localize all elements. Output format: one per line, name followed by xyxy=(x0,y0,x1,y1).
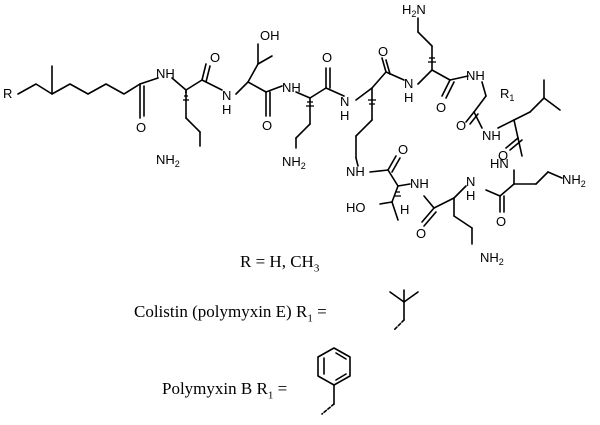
polymyxin-b-caption: Polymyxin B R1 = xyxy=(162,379,288,402)
amide-hn-8: HN xyxy=(490,156,509,171)
colistin-r1-structure xyxy=(389,289,419,331)
amide-nh-6: NH xyxy=(466,68,485,83)
amide-nh-11: NH xyxy=(346,164,365,179)
linear-peptide-chain xyxy=(171,43,345,149)
colistin-caption: Colistin (polymyxin E) R1 = xyxy=(134,302,327,325)
r-group-label: R xyxy=(3,86,12,101)
hydroxyl-ho-thr10: HO xyxy=(346,200,366,215)
r-definition-caption: R = H, CH3 xyxy=(240,252,320,275)
carbonyl-o-8: O xyxy=(498,148,508,163)
carbonyl-o-3: O xyxy=(262,118,272,133)
amide-nh-1: NH xyxy=(156,66,175,81)
carbonyl-o-1: O xyxy=(136,120,146,135)
carbonyl-o-9: O xyxy=(496,214,506,229)
amide-nh-3: NH xyxy=(282,80,301,95)
amide-h-9: H xyxy=(466,188,475,203)
carbonyl-o-4: O xyxy=(322,50,332,65)
stereo-hash-bonds xyxy=(183,57,436,197)
amide-n-2: N xyxy=(222,88,231,103)
r1-label: R1 xyxy=(500,86,514,103)
amide-n-5: N xyxy=(404,76,413,91)
amine-h2n-dab5: H2N xyxy=(402,2,426,19)
amine-groups: NH2 NH2 H2N NH2 NH2 xyxy=(156,2,586,267)
amine-nh2-dab9: NH2 xyxy=(480,250,504,267)
atom-labels: R NH O O N H OH O NH O N H O N H O NH O … xyxy=(3,28,514,241)
amine-nh2-dab3: NH2 xyxy=(282,154,306,171)
carbonyl-o-6: O xyxy=(436,100,446,115)
amide-n-9: N xyxy=(466,174,475,189)
amide-h-5: H xyxy=(404,90,413,105)
carbonyl-o-10: O xyxy=(416,226,426,241)
carbonyl-o-11: O xyxy=(398,142,408,157)
amide-h-2: H xyxy=(222,102,231,117)
amide-n-4: N xyxy=(340,94,349,109)
amide-nh-10: NH xyxy=(410,176,429,191)
fatty-acyl-chain xyxy=(17,65,159,119)
polymyxin-b-r1-structure xyxy=(317,347,351,415)
alpha-h-thr10: H xyxy=(400,202,409,217)
amide-nh-7: NH xyxy=(482,128,501,143)
amide-h-4: H xyxy=(340,108,349,123)
carbonyl-o-2: O xyxy=(210,50,220,65)
amine-nh2-dab8: NH2 xyxy=(562,172,586,189)
amine-nh2-dab1: NH2 xyxy=(156,152,180,169)
carbonyl-o-7: O xyxy=(456,118,466,133)
carbonyl-o-5: O xyxy=(378,44,388,59)
hydroxyl-oh-thr: OH xyxy=(260,28,280,43)
